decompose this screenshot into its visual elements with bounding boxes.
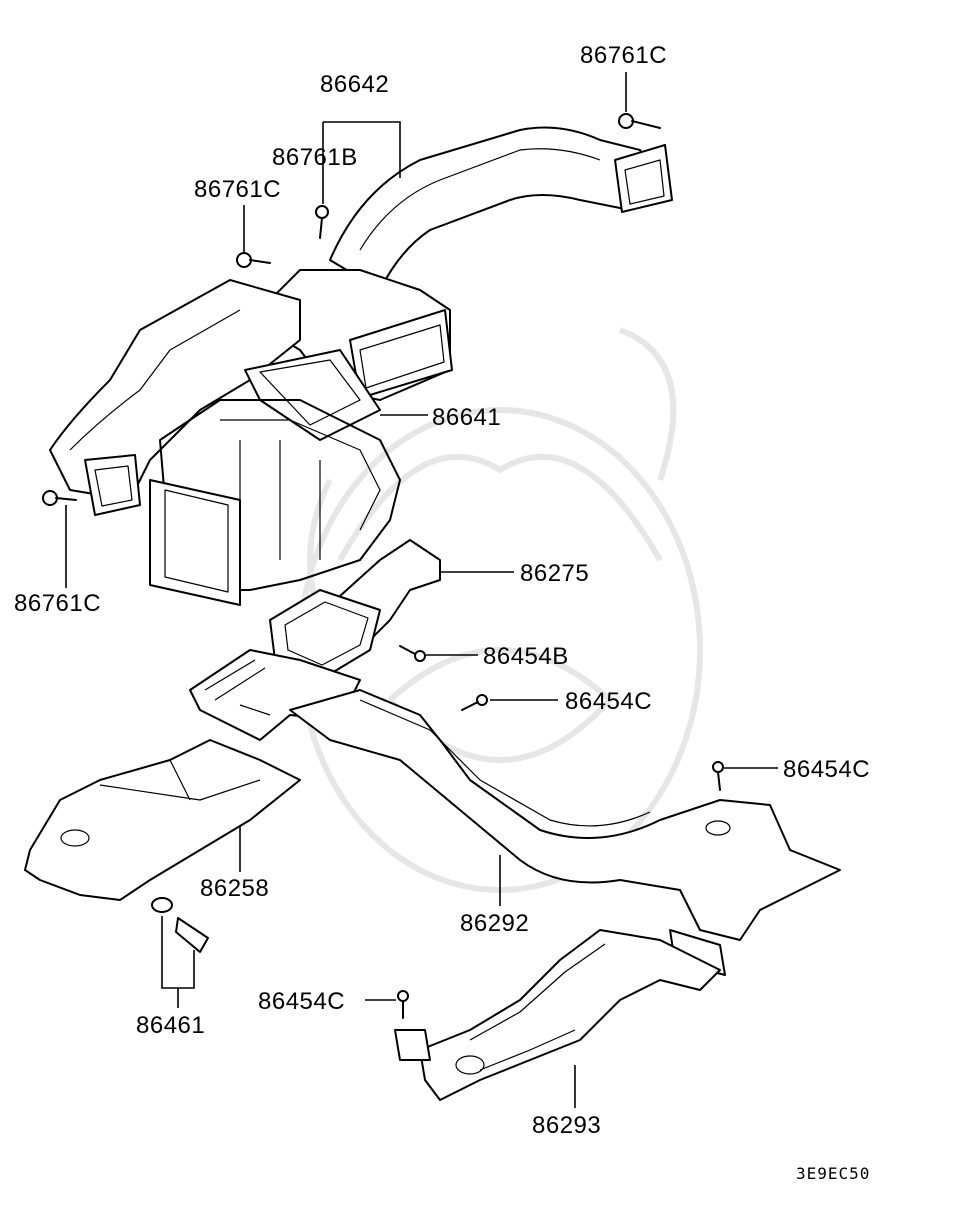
leader-lines <box>65 72 778 1108</box>
part-label-86258: 86258 <box>200 875 270 902</box>
part-label-86454c-a: 86454C <box>565 688 653 715</box>
part-label-86761c-mid: 86761C <box>194 176 282 203</box>
heater-unit <box>149 399 401 606</box>
part-label-86454c-b: 86454C <box>783 756 871 783</box>
clip-86461 <box>151 897 209 953</box>
part-label-86761c-left: 86761C <box>14 590 102 617</box>
part-label-86641: 86641 <box>432 404 502 431</box>
part-label-86642: 86642 <box>320 71 390 98</box>
screw-86761C-top <box>618 113 661 129</box>
duct-86641 <box>49 279 381 516</box>
screw-86761C-mid <box>236 252 271 268</box>
screw-86761B <box>315 205 329 239</box>
part-label-86761b: 86761B <box>272 144 358 171</box>
diagram-code: 3E9EC50 <box>796 1164 871 1183</box>
part-label-86454b: 86454B <box>483 643 569 670</box>
screw-86454C-c <box>397 990 409 1019</box>
part-label-86275: 86275 <box>520 560 590 587</box>
screw-86761C-left <box>42 490 77 506</box>
part-label-86761c-top: 86761C <box>580 42 668 69</box>
part-label-86293: 86293 <box>532 1112 602 1139</box>
duct-86293 <box>394 929 721 1101</box>
fasteners <box>42 113 724 1019</box>
part-label-86461: 86461 <box>136 1012 206 1039</box>
duct-86275 <box>189 539 441 741</box>
screw-86454C-b <box>712 761 724 791</box>
cover-86258 <box>24 739 301 901</box>
screw-86454B <box>399 645 426 662</box>
part-label-86454c-c: 86454C <box>258 988 346 1015</box>
screw-86454C-a <box>461 694 488 711</box>
part-label-86292: 86292 <box>460 910 530 937</box>
